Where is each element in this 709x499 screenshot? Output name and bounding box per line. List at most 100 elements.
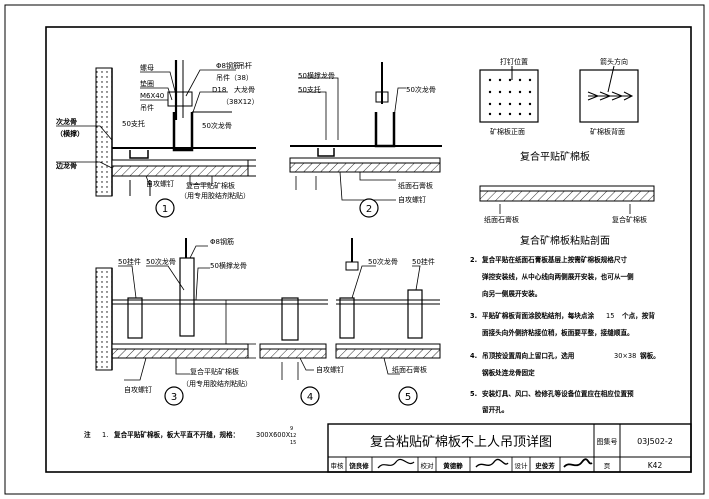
label-nut: 螺母	[140, 63, 154, 72]
note-4-num: 4.	[470, 352, 477, 360]
label-lateral-keel-3: 50横撑龙骨	[210, 261, 247, 270]
label-hanger-rod: Φ8钢筋	[216, 61, 240, 70]
note-2-num: 2.	[470, 256, 477, 264]
note-5-line-2: 留开孔。	[482, 405, 508, 414]
label-section-mineral: 复合矿棉板	[612, 215, 647, 224]
label-secondary-keel-paren: （横撑）	[56, 129, 84, 138]
note-5-num: 5.	[470, 390, 477, 398]
detail-4: 4 自攻螺钉	[256, 297, 344, 406]
label-self-tap-2: 自攻螺钉	[398, 195, 426, 204]
title-section-panel: 复合矿棉板粘贴剖面	[520, 234, 610, 247]
gypsum-board	[111, 159, 249, 167]
label-secondary-keel: 次龙骨	[56, 117, 77, 126]
page-label: 页	[604, 462, 611, 470]
label-bolt: M6X40	[140, 92, 164, 100]
note-4-value: 30×38	[614, 352, 636, 360]
label-hanger-piece: 吊件	[140, 103, 154, 112]
notes: 2. 复合平贴在纸面石膏板基层上按需矿棉板规格尺寸 弹控安装线，从中心线向两侧展…	[470, 255, 660, 414]
detail-1-marker	[155, 198, 175, 218]
hanger-piece	[167, 91, 193, 107]
detail-2-marker	[359, 198, 379, 218]
note-4-line-2: 钢板处连龙骨固定	[482, 368, 535, 377]
note-3-value: 15	[606, 312, 614, 320]
wall-hatch	[95, 67, 113, 197]
detail-4-marker	[300, 386, 320, 406]
outer-border	[4, 4, 705, 495]
note-1-spec-mid: 12	[290, 433, 296, 439]
note-2-line-1: 复合平贴在纸面石膏板基层上按需矿棉板规格尺寸	[481, 255, 627, 264]
section-panel: 纸面石膏板 复合矿棉板 复合矿棉板粘贴剖面	[479, 185, 655, 247]
label-rod-3: Φ8钢筋	[210, 237, 234, 246]
surface-panel: 打钉位置 箭头方向 矿棉板正面 矿棉板背面 复合平贴矿棉板	[479, 57, 639, 163]
label-gypsum-2: 纸面石膏板	[398, 181, 433, 190]
note-5-line-1: 安装灯具、风口、检修孔等设备位置应在相应位置预	[482, 389, 634, 398]
label-arrow-direction: 箭头方向	[600, 57, 628, 66]
board-back	[579, 69, 639, 123]
detail-1: 1 Φ8钢筋 吊杆 吊件（38） 螺母 垫圈 M6X40 D18 大龙骨 （38…	[55, 60, 259, 218]
label-hanger: 吊杆	[238, 61, 252, 70]
detail-3-marker	[164, 386, 184, 406]
atlas-number: 03J502-2	[637, 437, 673, 446]
detail-2: 2 50横撑龙骨 50支托 50次龙骨 纸面石膏板 自攻螺钉	[289, 62, 442, 218]
checker-name: 黄德静	[443, 461, 463, 470]
label-board1: 复合平贴矿棉板	[186, 181, 235, 190]
main-keel-2	[374, 112, 396, 148]
note-1-text: 复合平贴矿棉板，板大平直不开缝，规格：	[113, 430, 239, 439]
hanger-3	[179, 257, 195, 337]
label-board2: （用专用胶结剂粘贴）	[180, 191, 250, 200]
label-secondary-keel-5: 50次龙骨	[368, 257, 398, 266]
designer-name: 史俊芳	[535, 461, 555, 470]
drawing-title: 复合粘贴矿棉板不上人吊顶详图	[370, 435, 552, 450]
note-4-suffix: 钢板。	[640, 351, 660, 360]
label-self-tap-4: 自攻螺钉	[316, 365, 344, 374]
main-keel	[172, 112, 194, 152]
caption-board-front: 矿棉板正面	[490, 127, 525, 136]
detail-1-number: 1	[162, 204, 168, 215]
detail-4-number: 4	[307, 392, 313, 403]
note-1-num: 1.	[102, 431, 108, 439]
review-label: 审核	[331, 461, 345, 470]
note-prefix: 注	[84, 430, 91, 439]
label-main-keel: 大龙骨	[234, 85, 255, 94]
label-main-dim: （38X12）	[222, 98, 259, 106]
label-lateral-keel-2: 50横撑龙骨	[298, 71, 335, 80]
check-label: 校对	[421, 461, 435, 470]
detail-3-number: 3	[171, 392, 177, 403]
title-block: 复合粘贴矿棉板不上人吊顶详图 图集号 03J502-2 审核 饶良修 校对 黄德…	[327, 423, 692, 473]
note-2-line-3: 向另一侧展开安装。	[482, 289, 541, 298]
label-self-tap: 自攻螺钉	[146, 179, 174, 188]
note-4-line-1: 吊顶按设置周向上留口孔，选用	[482, 351, 574, 360]
designer-signature	[563, 458, 593, 468]
board-front	[479, 69, 539, 123]
note-3-line-1: 平贴矿棉板背面涂胶粘结剂，每块点涂	[482, 311, 594, 320]
label-hanger-50-3: 50挂件	[118, 257, 141, 266]
detail-3: 3 50挂件 50次龙骨 Φ8钢筋 50横撑龙骨 复合平贴矿棉板 （用专用胶结剂…	[95, 237, 256, 406]
label-edge-keel: 边龙骨	[55, 161, 77, 170]
label-washer: 垫圈	[140, 79, 154, 88]
detail-5: 5 50次龙骨 50挂件 纸面石膏板	[335, 238, 441, 406]
detail-5-marker	[398, 386, 418, 406]
detail-5-number: 5	[405, 392, 411, 403]
title-surface-panel: 复合平贴矿棉板	[520, 150, 590, 163]
note-3-line-2: 面接头向外侧挤粘接位稍，板面要平整，接缝顺直。	[482, 328, 634, 337]
note-1: 注 1. 复合平贴矿棉板，板大平直不开缝，规格： 300X600X 9 12 1…	[84, 426, 296, 446]
mineral-board	[111, 165, 249, 177]
label-hanger-size: 吊件（38）	[216, 73, 253, 82]
note-2-line-2: 弹控安装线，从中心线向两侧展开安装，也可从一侧	[482, 272, 634, 281]
label-support-50b: 50次龙骨	[202, 121, 232, 130]
label-hanger-50-5: 50挂件	[412, 257, 435, 266]
label-support-50-2: 50支托	[298, 85, 321, 94]
label-board2-3: （用专用胶结剂粘贴）	[182, 379, 252, 388]
note-3-num: 3.	[470, 312, 477, 320]
atlas-label: 图集号	[597, 437, 618, 446]
caption-board-back: 矿棉板背面	[590, 127, 625, 136]
reviewer-signature	[377, 458, 415, 469]
label-main-size: D18	[212, 86, 226, 94]
label-section-gypsum: 纸面石膏板	[484, 215, 519, 224]
label-nail-position: 打钉位置	[500, 57, 528, 66]
note-1-spec: 300X600X	[256, 431, 291, 439]
detail-2-number: 2	[366, 204, 372, 215]
page-number: K42	[648, 461, 663, 470]
note-3-suffix: 个点，按背	[621, 311, 655, 320]
